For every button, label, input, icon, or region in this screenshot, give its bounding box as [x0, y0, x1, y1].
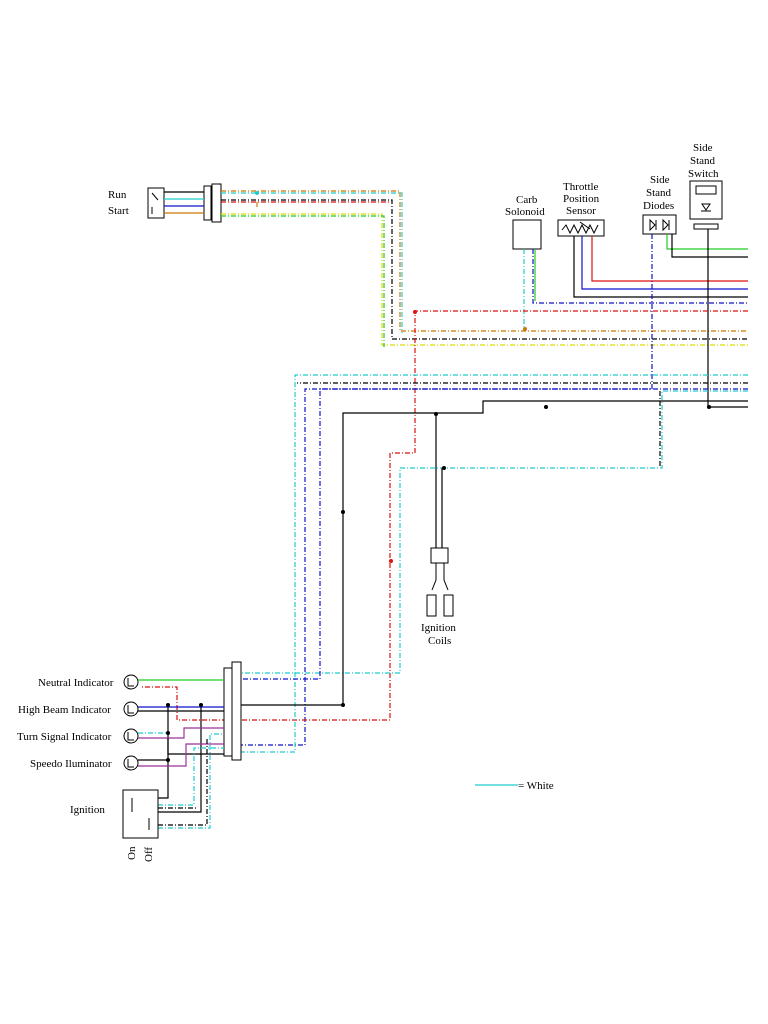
sss-label-line1: Side [693, 142, 713, 154]
legend: = White [475, 780, 554, 792]
neutral-indicator [123, 674, 139, 690]
carb-solenoid [512, 219, 542, 250]
legend-white-label: = White [518, 780, 554, 792]
coils-label-line1: Ignition [421, 622, 456, 634]
run-start-switch [147, 187, 165, 219]
ignition-on-label: On [126, 846, 138, 860]
tps-label-line2: Position [563, 193, 600, 205]
ssd-label-line2: Stand [646, 187, 672, 199]
ssd-label-line1: Side [650, 174, 670, 186]
high-beam-indicator-label: High Beam Indicator [18, 704, 111, 716]
instrument-connector [223, 661, 242, 761]
sss-label-line2: Stand [690, 155, 716, 167]
tps-label-line1: Throttle [563, 181, 599, 193]
throttle-position-sensor [557, 219, 605, 237]
neutral-indicator-label: Neutral Indicator [38, 677, 114, 689]
ignition-off-label: Off [143, 847, 155, 862]
turn-signal-indicator-label: Turn Signal Indicator [17, 731, 112, 743]
high-beam-indicator [123, 701, 139, 717]
ignition-coils [426, 547, 454, 617]
side-stand-diodes [642, 214, 677, 235]
handlebar-connector [203, 183, 222, 223]
run-label: Run [108, 189, 127, 201]
carb-label-line1: Carb [516, 194, 538, 206]
ignition-label: Ignition [70, 804, 105, 816]
ignition-switch [122, 789, 159, 839]
speedo-illuminator-label: Speedo Iluminator [30, 758, 112, 770]
tps-label-line3: Sensor [566, 205, 596, 217]
sss-label-line3: Switch [688, 168, 719, 180]
turn-signal-indicator [123, 728, 139, 744]
speedo-illuminator [123, 755, 139, 771]
carb-label-line2: Solonoid [505, 206, 545, 218]
start-label: Start [108, 205, 129, 217]
ssd-label-line3: Diodes [643, 200, 674, 212]
coils-label-line2: Coils [428, 635, 451, 647]
side-stand-switch [689, 180, 723, 230]
run-start-wires [164, 190, 748, 347]
